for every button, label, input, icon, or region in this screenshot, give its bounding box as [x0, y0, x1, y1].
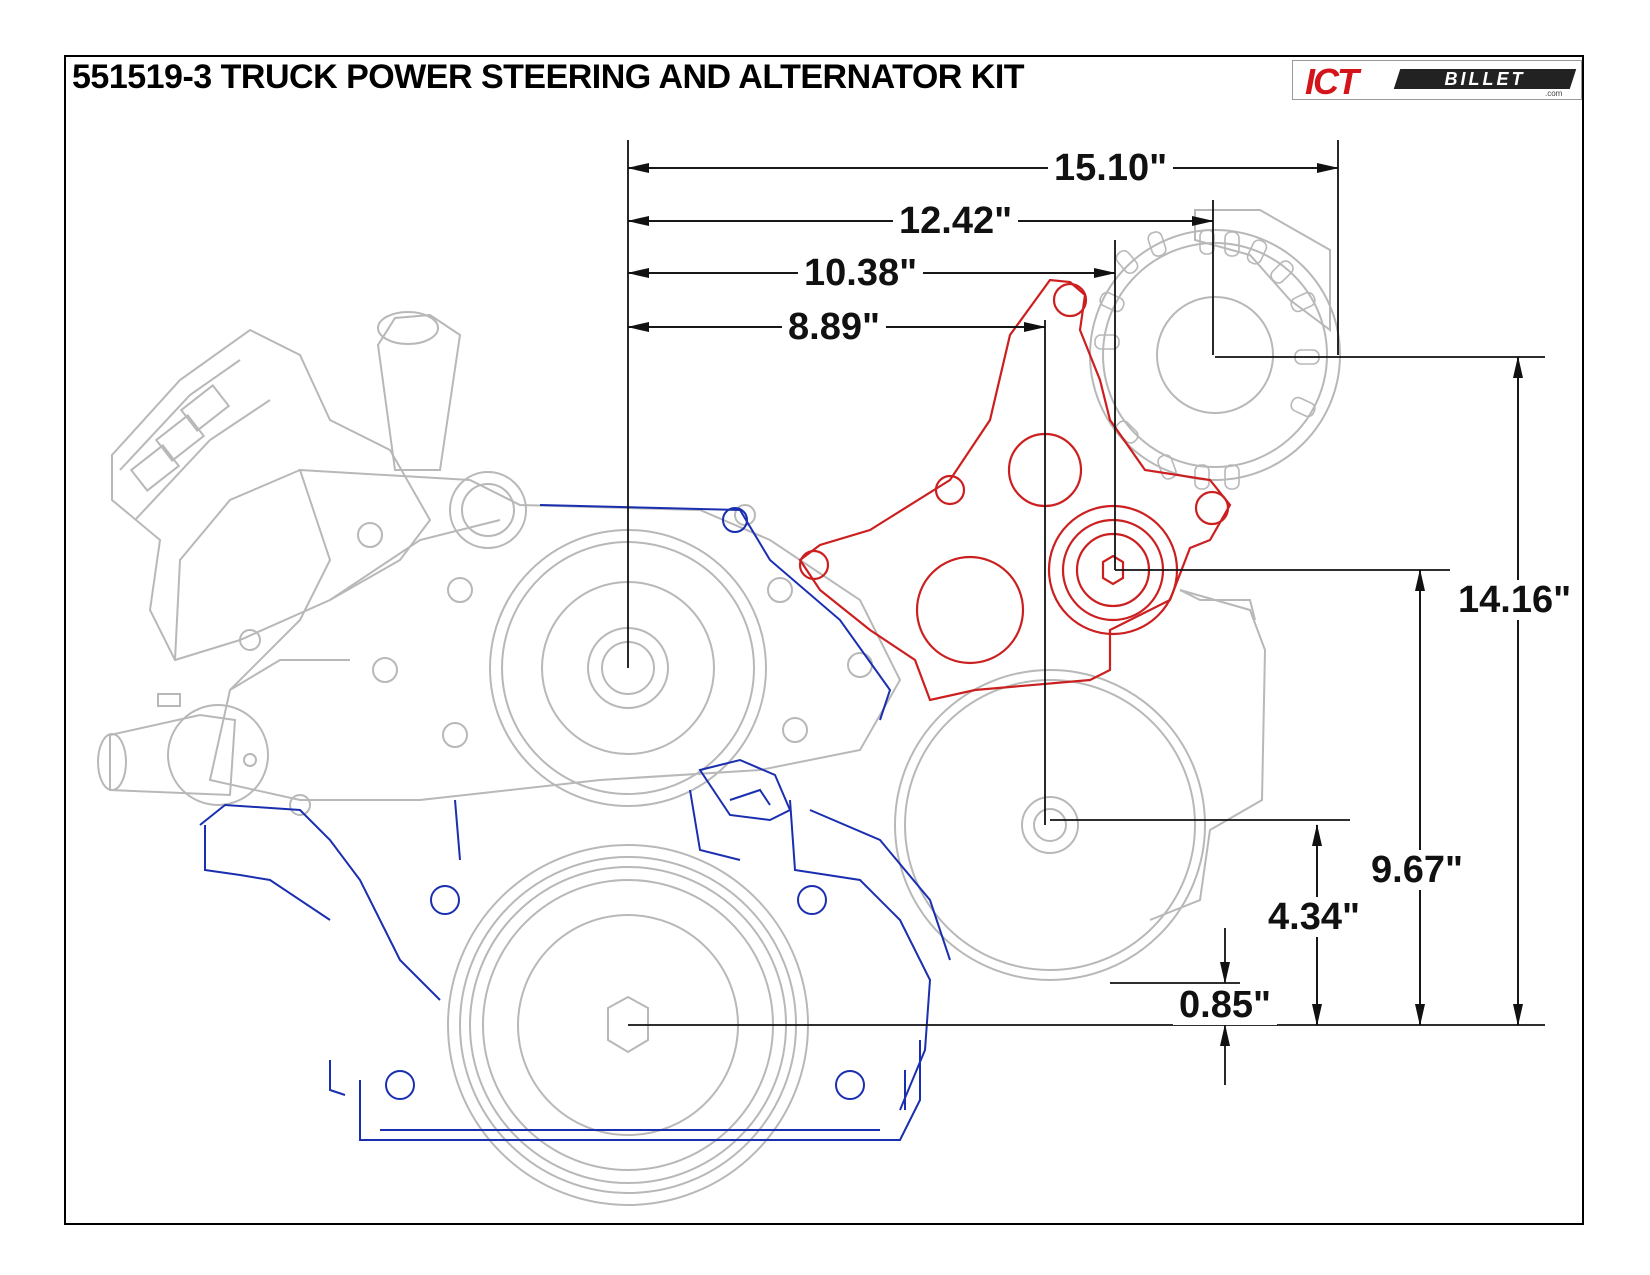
dim-8-89: 8.89"	[782, 307, 886, 347]
dim-15-10: 15.10"	[1048, 148, 1174, 188]
logo-billet-text: BILLET	[1444, 69, 1526, 89]
logo-com-text: .com	[1545, 89, 1563, 98]
logo-billet-bar: BILLET	[1393, 69, 1577, 89]
dim-12-42: 12.42"	[893, 201, 1019, 241]
drawing-border	[64, 55, 1584, 1225]
drawing-title: 551519-3 TRUCK POWER STEERING AND ALTERN…	[72, 58, 1025, 96]
timing-cover-blue	[199, 504, 951, 1141]
dim-10-38: 10.38"	[798, 253, 924, 293]
dim-4-34: 4.34"	[1262, 897, 1366, 937]
ict-billet-logo: ICT BILLET .com	[1292, 60, 1582, 102]
logo-ict-text: ICT	[1305, 61, 1359, 102]
dim-0-85: 0.85"	[1173, 985, 1277, 1025]
dim-14-16: 14.16"	[1452, 580, 1578, 620]
dim-9-67: 9.67"	[1365, 850, 1469, 890]
